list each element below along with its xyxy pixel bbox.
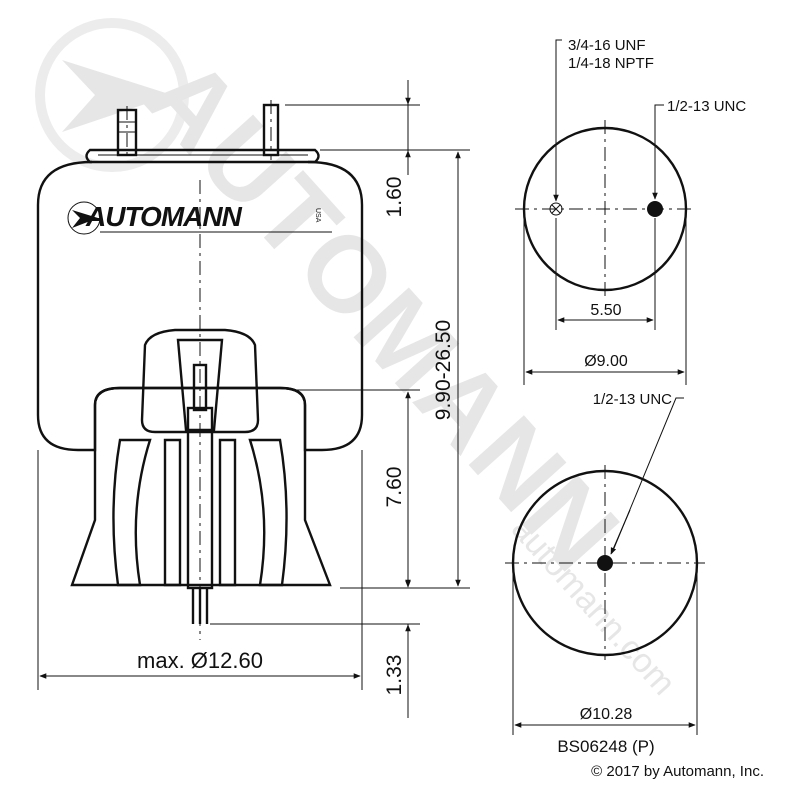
bumper	[140, 328, 260, 434]
piston-flute-right	[248, 438, 288, 587]
stud-hole-icon	[647, 201, 663, 217]
watermark-text: AUTOMANN	[123, 34, 644, 594]
top-diameter-label: Ø9.00	[584, 353, 628, 370]
top-spacing-label: 5.50	[590, 302, 621, 319]
dim-bottom-label: 1.33	[383, 655, 406, 696]
dim-top-label: 1.60	[383, 177, 406, 218]
top-stud-label: 1/2-13 UNC	[667, 98, 746, 115]
port-label-line1: 3/4-16 UNF	[568, 37, 646, 54]
dim-height-label: 9.90-26.50	[432, 320, 455, 420]
dim-max-diameter-label: max. Ø12.60	[137, 648, 263, 673]
automann-logo: AUTOMANN USA	[67, 201, 332, 235]
bottom-stud-label: 1/2-13 UNC	[593, 391, 672, 408]
piston	[70, 386, 332, 587]
top-view: 3/4-16 UNF 1/4-18 NPTF 1/2-13 UNC 5.50 Ø…	[515, 37, 746, 385]
air-port-icon	[549, 202, 563, 216]
bottom-diameter-label: Ø10.28	[580, 706, 633, 723]
piston-flute-left	[112, 438, 152, 587]
part-number: BS06248 (P)	[557, 737, 654, 756]
logo-trademark: USA	[314, 208, 321, 223]
watermark-logo-ring	[35, 18, 189, 172]
logo-text: AUTOMANN	[85, 201, 243, 232]
copyright: © 2017 by Automann, Inc.	[591, 763, 764, 780]
bottom-stud-hole-icon	[597, 555, 613, 571]
bottom-view: 1/2-13 UNC Ø10.28	[505, 391, 705, 735]
port-label-line2: 1/4-18 NPTF	[568, 55, 654, 72]
side-view: AUTOMANN USA 1.60 9.90-26.50 7.60 1.33 m…	[36, 80, 470, 718]
dim-piston-label: 7.60	[383, 467, 406, 508]
watermark-logo-arrow	[62, 60, 172, 132]
